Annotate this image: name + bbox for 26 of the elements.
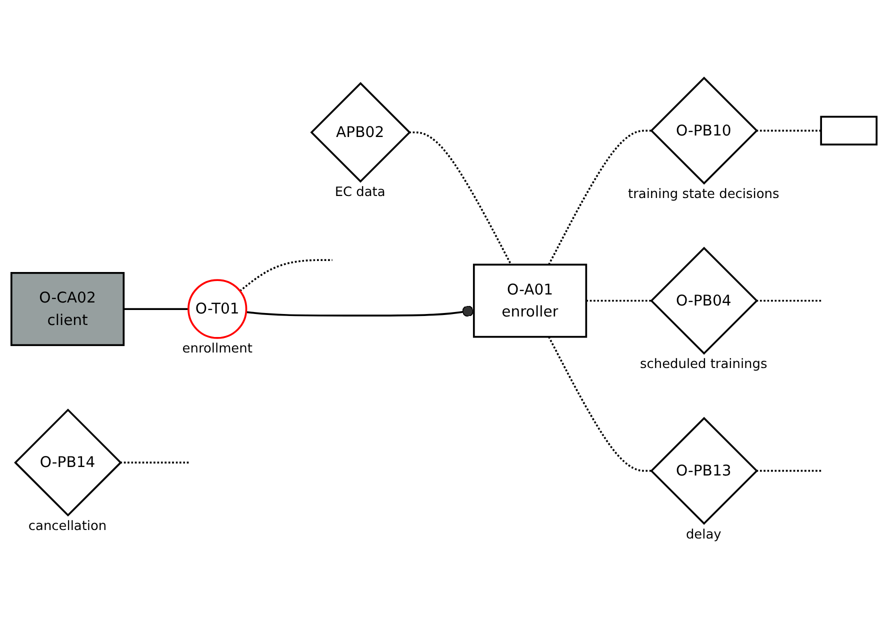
- node-diamond: O-PB10: [650, 76, 758, 184]
- node-diamond: O-PB13: [650, 416, 758, 524]
- node-caption: EC data: [334, 184, 386, 200]
- connector: [756, 299, 822, 302]
- node-caption: enrollment: [182, 341, 252, 356]
- connector: [239, 258, 332, 292]
- node-diamond: APB02: [310, 82, 411, 182]
- connector: [548, 336, 651, 472]
- node-caption: cancellation: [28, 518, 107, 534]
- connector: [124, 308, 188, 310]
- node-circle: O-T01: [188, 278, 248, 338]
- node-diamond: O-PB04: [650, 246, 758, 354]
- connector: [246, 305, 474, 316]
- node-caption: delay: [686, 526, 722, 542]
- node-box: O-A01 enroller: [472, 263, 588, 338]
- node-caption: training state decisions: [628, 186, 780, 202]
- node-diamond: O-PB14: [14, 408, 122, 516]
- node-box: O-CA02 client: [10, 272, 125, 346]
- connector: [586, 299, 651, 302]
- connector: [756, 129, 822, 132]
- connector: [548, 129, 651, 265]
- connector: [120, 461, 190, 463]
- connector: [409, 130, 512, 265]
- node-caption: scheduled trainings: [640, 356, 768, 372]
- connector: [756, 469, 822, 472]
- node-box: [820, 115, 878, 145]
